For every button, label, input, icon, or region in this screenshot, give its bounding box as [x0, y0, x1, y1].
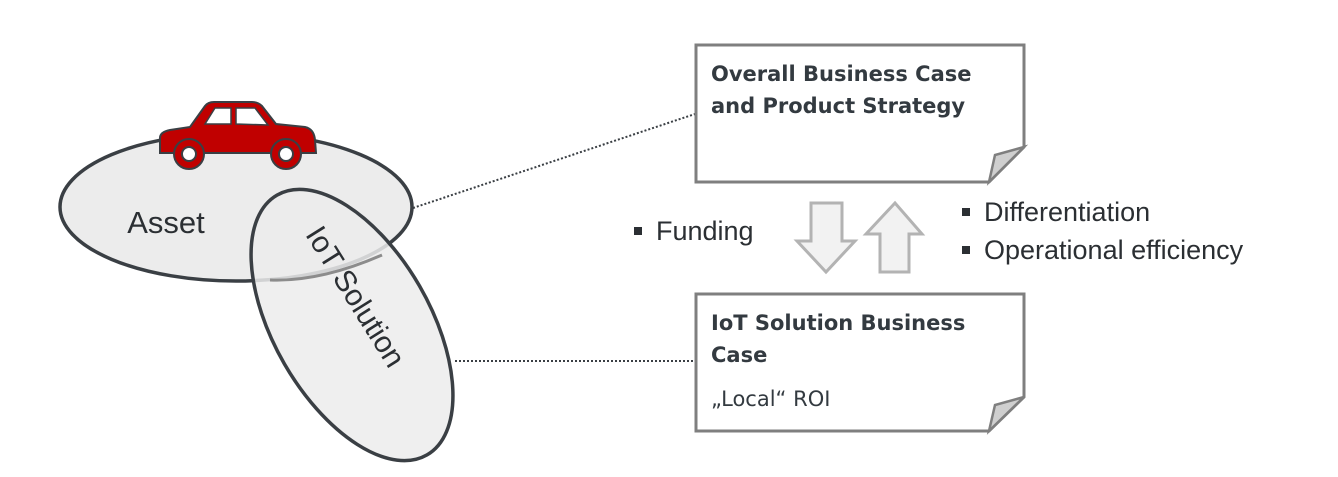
business-case-note-subtitle: „Local“ ROI [711, 387, 831, 411]
iot-solution-ellipse [249, 187, 455, 463]
business-case-note [694, 292, 1026, 435]
benefit-bullets: Differentiation Operational efficiency [962, 193, 1243, 269]
bullet-text: Operational efficiency [984, 234, 1244, 265]
connector-asset-to-strategy [412, 113, 696, 209]
business-case-note-title-line1: IoT Solution Business [711, 311, 966, 335]
bullet-icon [634, 227, 642, 235]
bullet-item: Funding [634, 212, 754, 250]
bullet-icon [962, 246, 970, 254]
bullet-item: Differentiation [962, 193, 1243, 231]
bullet-item: Operational efficiency [962, 231, 1243, 269]
bullet-text: Differentiation [984, 196, 1151, 227]
arrow-up-icon [862, 200, 926, 274]
overlap-edge [269, 253, 383, 282]
strategy-note-title-line1: Overall Business Case [711, 62, 972, 86]
strategy-note-title: Overall Business Case and Product Strate… [711, 58, 972, 122]
strategy-note [694, 43, 1029, 186]
bullet-text: Funding [656, 215, 754, 246]
business-case-note-title: IoT Solution Business Case [711, 307, 965, 371]
page-curl-icon [986, 144, 1029, 186]
page-curl-icon [986, 395, 1025, 435]
bullet-icon [962, 208, 970, 216]
business-case-note-title-line2: Case [711, 343, 768, 367]
asset-label: Asset [127, 205, 205, 240]
funding-bullets: Funding [634, 212, 754, 250]
car-icon [159, 101, 318, 170]
strategy-note-title-line2: and Product Strategy [711, 94, 966, 118]
arrow-down-icon [793, 201, 859, 275]
